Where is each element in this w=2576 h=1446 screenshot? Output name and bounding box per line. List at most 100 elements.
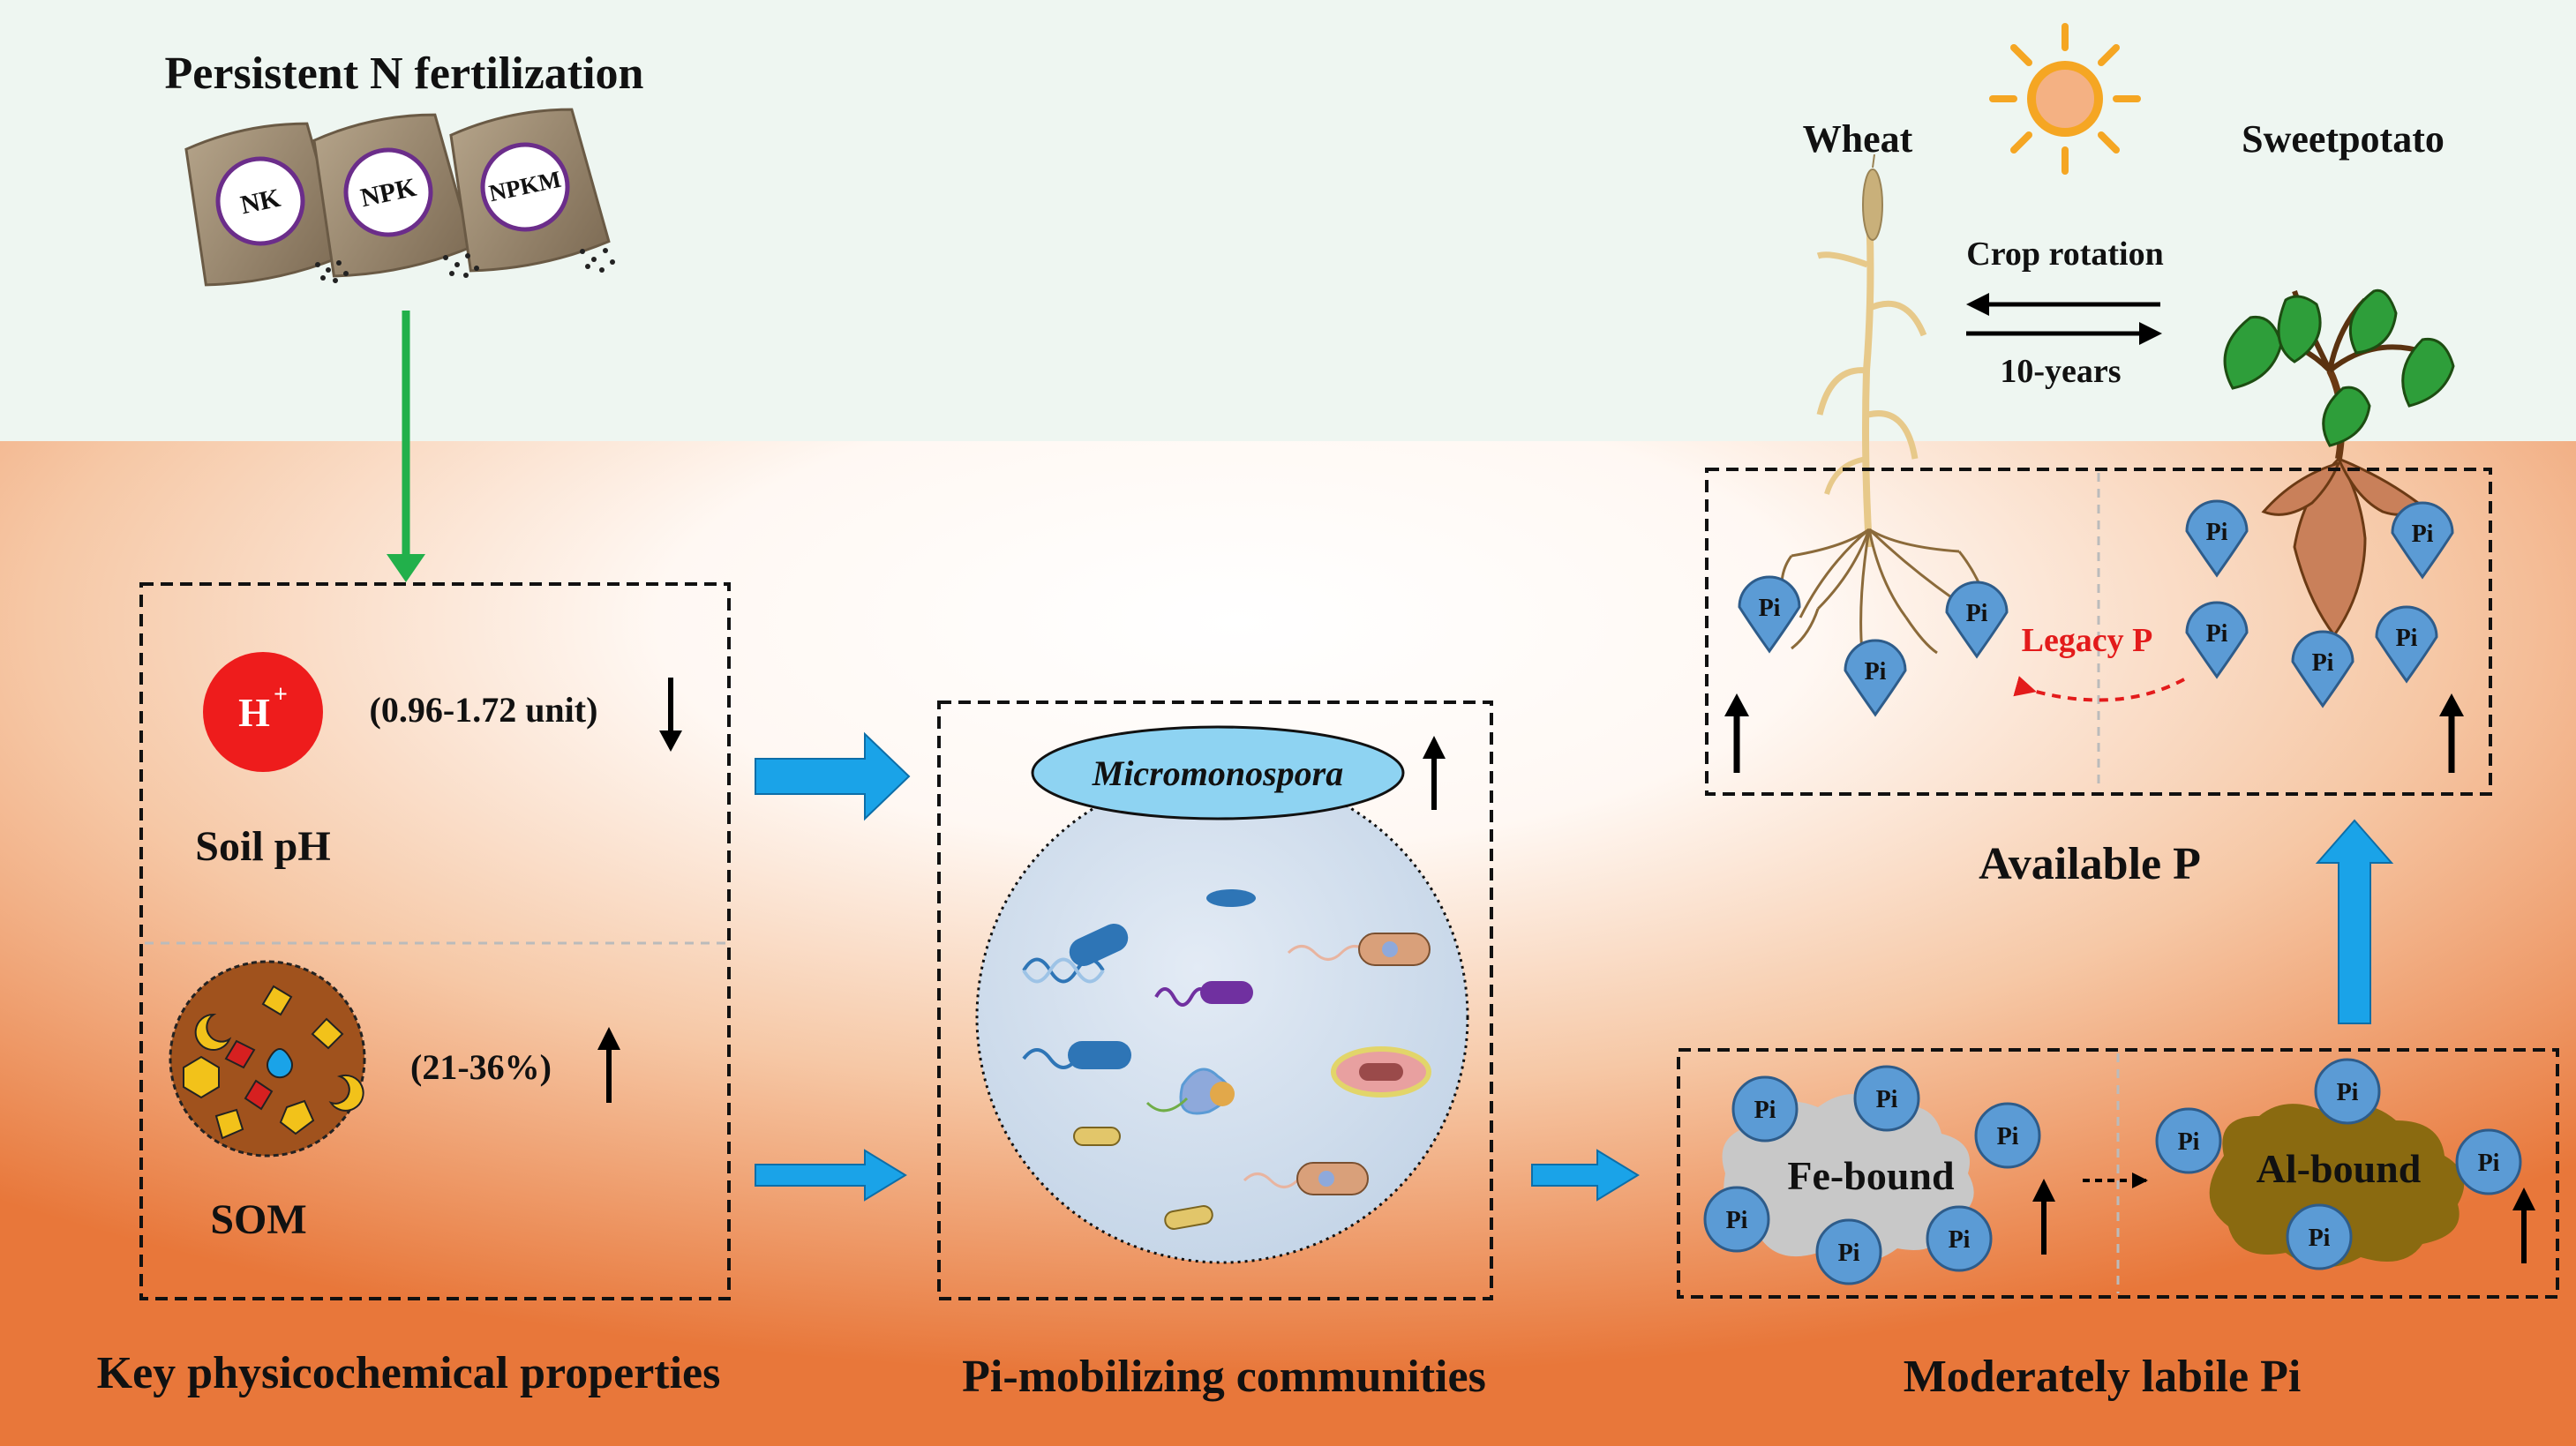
al-bound-cloud [2209,1104,2465,1268]
svg-text:+: + [274,681,288,708]
bacteria-icon [1206,889,1256,907]
trend-down-arrow [659,678,682,752]
hydrogen-ion-icon: H + [203,652,323,772]
sweetpotato-plant-icon [2223,288,2455,638]
section-label-communities: Pi-mobilizing communities [962,1352,1486,1402]
sun-icon [1989,23,2141,175]
svg-text:Pi: Pi [1865,658,1887,686]
ph-change-value: (0.96-1.72 unit) [370,690,598,730]
fertilizer-granules [315,248,615,283]
dna-icon [1287,945,1370,961]
svg-text:Pi: Pi [1949,1226,1971,1254]
svg-text:Pi: Pi [2206,519,2228,546]
svg-text:Pi: Pi [2478,1150,2500,1177]
al-bound-pi: Pi Pi Pi Pi [2155,1058,2522,1270]
sweetpotato-label: Sweetpotato [2242,117,2445,161]
svg-text:Pi: Pi [2412,521,2434,548]
svg-text:Pi: Pi [1997,1123,2019,1150]
pi-marker-icon: Pi [1945,581,2009,659]
pi-marker-icon: Pi [2455,1128,2522,1195]
svg-text:Pi: Pi [1966,600,1988,627]
dna-icon [1154,987,1211,1007]
flow-arrow [755,731,911,821]
sweetpotato-soil-pi: Pi Pi Pi Pi Pi [2185,499,2454,708]
available-p-label: Available P [1979,839,2201,889]
pi-marker-icon: Pi [2314,1058,2381,1125]
trend-up-arrow [1423,736,1446,810]
microbe-icons [1022,889,1431,1230]
legacy-p-arrow [2013,676,2185,702]
flow-arrow-up [2315,819,2394,1024]
pi-marker-icon: Pi [1853,1065,1920,1132]
svg-text:Pi: Pi [1726,1207,1748,1234]
fertilizer-bag-icon: NPKM [449,108,611,273]
section-label-labile-pi: Moderately labile Pi [1904,1352,2302,1402]
pi-marker-icon: Pi [1738,575,1801,654]
svg-text:Pi: Pi [2206,620,2228,648]
soil-ph-label: Soil pH [195,823,330,870]
fe-bound-pi: Pi Pi Pi Pi Pi Pi [1703,1065,2041,1285]
crop-rotation-label: Crop rotation [1966,236,2163,273]
page-title: Persistent N fertilization [165,49,644,99]
wheat-soil-pi: Pi Pi Pi [1738,575,2009,717]
pi-marker-icon: Pi [2286,1203,2353,1270]
bacteria-icon [1068,1041,1131,1069]
bacteria-icon [1069,923,1129,967]
fertilizer-bag-icon: NK [184,122,346,287]
community-bubble [975,770,1469,1264]
micromonospora-label: Micromonospora [1092,753,1344,793]
pi-marker-icon: Pi [2391,501,2454,580]
svg-text:Pi: Pi [1759,595,1781,622]
pi-marker-icon: Pi [1815,1218,1882,1285]
fe-bound-cloud [1722,1094,1974,1263]
communities-box [937,701,1493,1300]
pi-marker-icon: Pi [2291,630,2354,708]
micromonospora-badge [1031,725,1405,820]
available-p-box [1705,468,2492,796]
flow-arrow [1531,1149,1640,1202]
al-bound-label: Al-bound [2257,1146,2422,1191]
fertilizer-bag-icon: NPK [312,113,474,278]
svg-text:Pi: Pi [2337,1079,2359,1106]
organic-matter-icon [169,960,366,1158]
pi-marker-icon: Pi [1844,639,1907,717]
svg-text:Pi: Pi [2312,649,2334,677]
som-label: SOM [210,1196,306,1243]
svg-text:Pi: Pi [1838,1240,1860,1267]
section-label-key-properties: Key physicochemical properties [97,1348,721,1398]
sweetpotato-tubers [2261,456,2420,638]
flow-arrow [755,1149,907,1202]
svg-text:Pi: Pi [2309,1225,2331,1252]
dna-icon [1022,957,1105,984]
fe-bound-label: Fe-bound [1787,1153,1955,1198]
rotation-years-label: 10-years [2000,353,2121,390]
pi-marker-icon: Pi [2375,605,2438,684]
svg-text:Pi: Pi [1876,1086,1898,1113]
svg-text:Pi: Pi [2396,625,2418,652]
trend-up-arrow [1724,693,1749,773]
trend-up-arrow [2512,1188,2535,1263]
svg-text:H: H [238,690,270,735]
bacteria-icon [1200,981,1253,1004]
bacteria-icon [1164,1205,1213,1230]
pi-marker-icon: Pi [1703,1186,1770,1253]
n-input-arrowhead [387,554,425,582]
pi-marker-icon: Pi [2185,601,2249,679]
svg-text:Pi: Pi [2178,1128,2200,1156]
trend-up-arrow [2032,1179,2055,1255]
physicochemical-box [139,582,731,1300]
pi-marker-icon: Pi [1731,1075,1799,1143]
trend-up-arrow [597,1027,620,1103]
pi-marker-icon: Pi [1974,1102,2041,1169]
dna-icon [1145,1097,1189,1113]
svg-text:Pi: Pi [1754,1097,1776,1124]
pi-marker-icon: Pi [2155,1107,2222,1174]
bacteria-icon [1073,1127,1121,1146]
pi-marker-icon: Pi [2185,499,2249,578]
legacy-p-label: Legacy P [2022,622,2153,659]
wheat-label: Wheat [1803,117,1913,161]
fertilizer-bags: NK NPK NPKM [184,108,615,287]
labile-pi-box [1677,1048,2559,1299]
rotation-arrows [1966,293,2162,345]
